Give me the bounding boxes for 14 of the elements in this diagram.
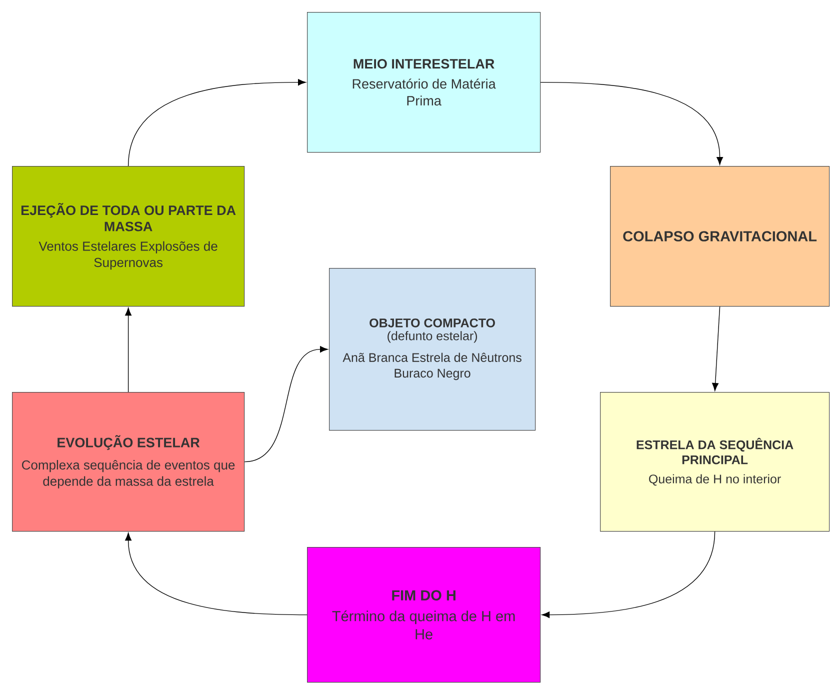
process-box: EVOLUÇÃO ESTELAR Complexa sequência de eventos que depende da massa da estrela <box>12 392 245 532</box>
process-box: FIM DO H Término da queima de H em He <box>307 547 541 683</box>
info-box: OBJETO COMPACTO (defunto estelar) Anã Branca Estrela de Nêutrons Buraco Negro <box>329 268 536 431</box>
process-box: COLAPSO GRAVITACIONAL <box>610 166 830 307</box>
arrow <box>125 308 132 392</box>
arrow <box>712 306 720 391</box>
arrow <box>542 531 716 618</box>
arrow <box>128 79 306 166</box>
process-box: EJEÇÃO DE TODA OU PARTE DA MASSA Ventos Estelares Explosões de Supernovas <box>12 166 245 307</box>
process-box: MEIO INTERESTELAR Reservatório de Matéria Prima <box>307 12 541 153</box>
arrow <box>244 346 328 462</box>
arrow <box>125 532 308 616</box>
arrow <box>540 82 724 165</box>
process-box: ESTRELA DA SEQUÊNCIA PRINCIPAL Queima de H no interior <box>600 392 830 532</box>
